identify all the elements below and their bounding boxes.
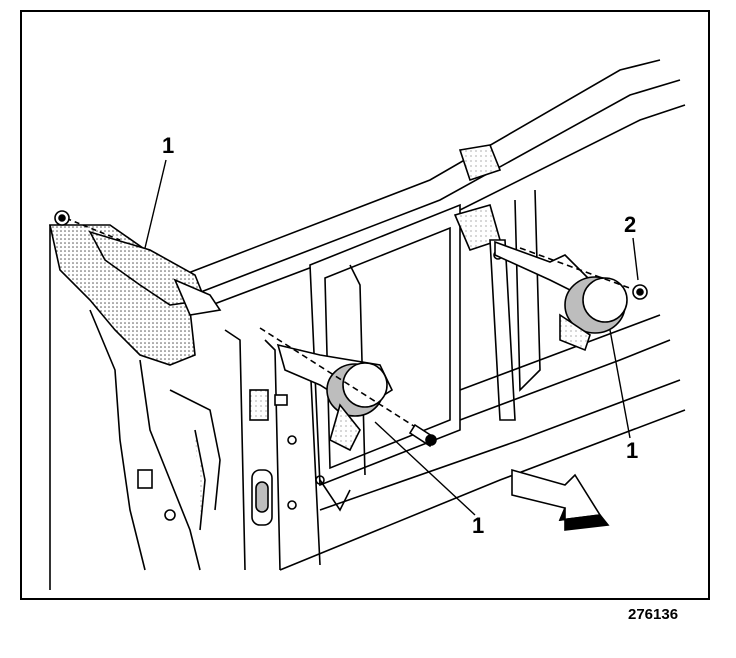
right-horn-bolt-icon <box>632 284 648 300</box>
center-horn-bolt-icon <box>408 423 437 448</box>
callout-horn-left: 1 <box>162 133 175 158</box>
horn-installation-diagram <box>20 10 710 600</box>
callout-bolt-right: 2 <box>624 212 637 237</box>
forward-arrow-icon <box>511 468 610 531</box>
right-bracket <box>453 189 671 421</box>
bolt-icon <box>54 210 70 226</box>
figure-number: 276136 <box>628 606 679 623</box>
right-horn <box>494 240 636 352</box>
lower-crossmember <box>279 379 686 571</box>
center-horn <box>259 327 421 452</box>
callout-horn-right: 1 <box>626 438 639 463</box>
leader-lines <box>144 159 639 516</box>
callout-horn-center: 1 <box>472 513 485 538</box>
